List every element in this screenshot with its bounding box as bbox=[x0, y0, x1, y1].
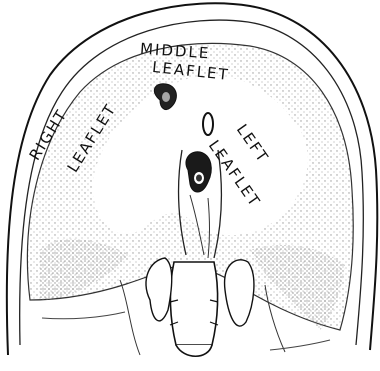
right-psoas bbox=[225, 260, 254, 326]
left-psoas bbox=[146, 258, 172, 321]
aorta bbox=[170, 262, 217, 345]
small-foramen bbox=[203, 113, 213, 135]
